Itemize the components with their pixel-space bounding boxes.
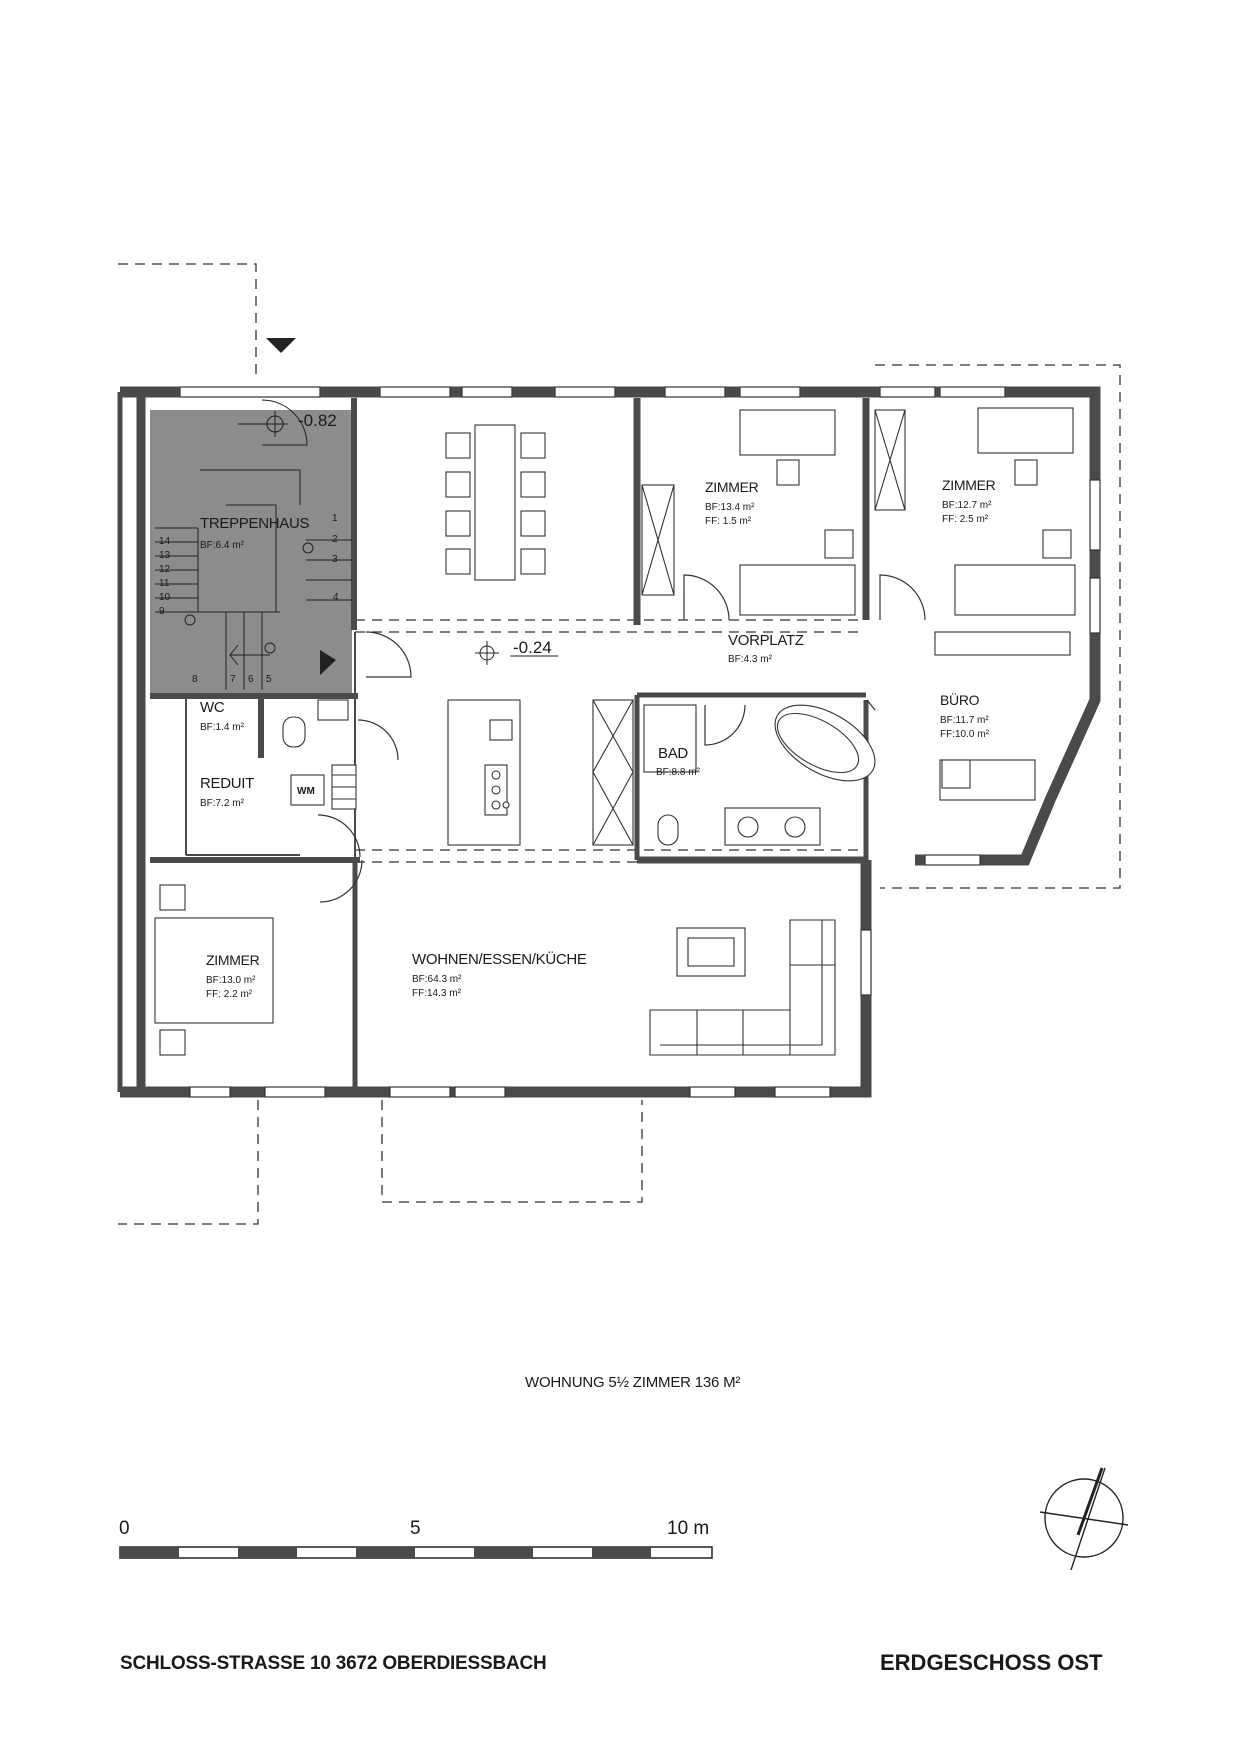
room-wohnen-name: WOHNEN/ESSEN/KÜCHE <box>412 950 587 968</box>
room-wohnen-bf: BF:64.3 m² <box>412 974 462 985</box>
room-buero-name: BÜRO <box>940 691 980 708</box>
level-hall: -0.24 <box>513 638 552 657</box>
windows <box>179 386 1101 1098</box>
room-zimmer-ne-name: ZIMMER <box>942 477 996 493</box>
stair-step-number: 4 <box>333 592 339 603</box>
room-wohnen-ff: FF:14.3 m² <box>412 988 462 999</box>
entry-triangle-icon <box>266 338 296 353</box>
room-zimmer-sw-bf: BF:13.0 m² <box>206 975 256 986</box>
stair-step-number: 11 <box>159 578 170 589</box>
apartment-summary: WOHNUNG 5½ ZIMMER 136 M² <box>525 1374 741 1391</box>
room-bad-bf: BF:8.8 m² <box>656 767 701 778</box>
scale-label-0: 0 <box>119 1518 130 1539</box>
room-treppenhaus-name: TREPPENHAUS <box>200 515 310 532</box>
stair-steps <box>155 399 352 690</box>
scale-label-5: 5 <box>410 1518 421 1539</box>
room-reduit-bf: BF:7.2 m² <box>200 798 245 809</box>
room-zimmer-sw-ff: FF: 2.2 m² <box>206 989 253 1000</box>
room-zimmer-nw-ff: FF: 1.5 m² <box>705 516 752 527</box>
level-marker-stair <box>238 411 288 437</box>
stair-step-number: 14 <box>159 536 171 547</box>
room-bad-name: BAD <box>658 745 688 762</box>
stair-step-number: 7 <box>230 674 236 685</box>
level-stair: -0.82 <box>298 411 337 430</box>
room-labels: TREPPENHAUS BF:6.4 m² ZIMMER BF:13.4 m² … <box>200 411 996 1000</box>
room-zimmer-sw-name: ZIMMER <box>206 952 260 968</box>
address: SCHLOSS-STRASSE 10 3672 OBERDIESSBACH <box>120 1653 547 1674</box>
level-marker-hall <box>475 641 558 665</box>
stair-step-number: 2 <box>332 534 338 545</box>
stair-fill <box>150 410 352 696</box>
scale-label-10: 10 m <box>667 1518 710 1539</box>
stair-step-number: 13 <box>159 550 171 561</box>
room-vorplatz-name: VORPLATZ <box>728 632 804 649</box>
room-vorplatz-bf: BF:4.3 m² <box>728 654 773 665</box>
room-treppenhaus-bf: BF:6.4 m² <box>200 540 245 551</box>
room-wc-bf: BF:1.4 m² <box>200 722 245 733</box>
floor-title: ERDGESCHOSS OST <box>880 1650 1103 1675</box>
room-zimmer-ne-bf: BF:12.7 m² <box>942 500 992 511</box>
walls <box>117 386 1101 1098</box>
stair-step-number: 10 <box>159 592 171 603</box>
stair-step-number: 5 <box>266 674 272 685</box>
stair-step-number: 1 <box>332 513 338 524</box>
stair-direction-icon <box>320 650 336 675</box>
room-zimmer-nw-name: ZIMMER <box>705 479 759 495</box>
compass-north-icon <box>1039 1467 1129 1571</box>
washing-machine-label: WM <box>297 786 315 797</box>
room-wc-name: WC <box>200 699 225 716</box>
stair-step-number: 3 <box>332 554 338 565</box>
room-buero-bf: BF:11.7 m² <box>940 715 989 726</box>
stair-step-number: 9 <box>159 606 165 617</box>
room-buero-ff: FF:10.0 m² <box>940 729 990 740</box>
interior-walls <box>150 398 870 1092</box>
stair-step-number: 6 <box>248 674 254 685</box>
room-reduit-name: REDUIT <box>200 775 254 792</box>
room-zimmer-ne-ff: FF: 2.5 m² <box>942 514 989 525</box>
stair-step-number: 12 <box>159 564 171 575</box>
room-zimmer-nw-bf: BF:13.4 m² <box>705 502 755 513</box>
stair-step-number: 8 <box>192 674 198 685</box>
scale-bar <box>119 1546 713 1559</box>
doors <box>317 574 926 903</box>
furniture <box>154 407 1076 1056</box>
